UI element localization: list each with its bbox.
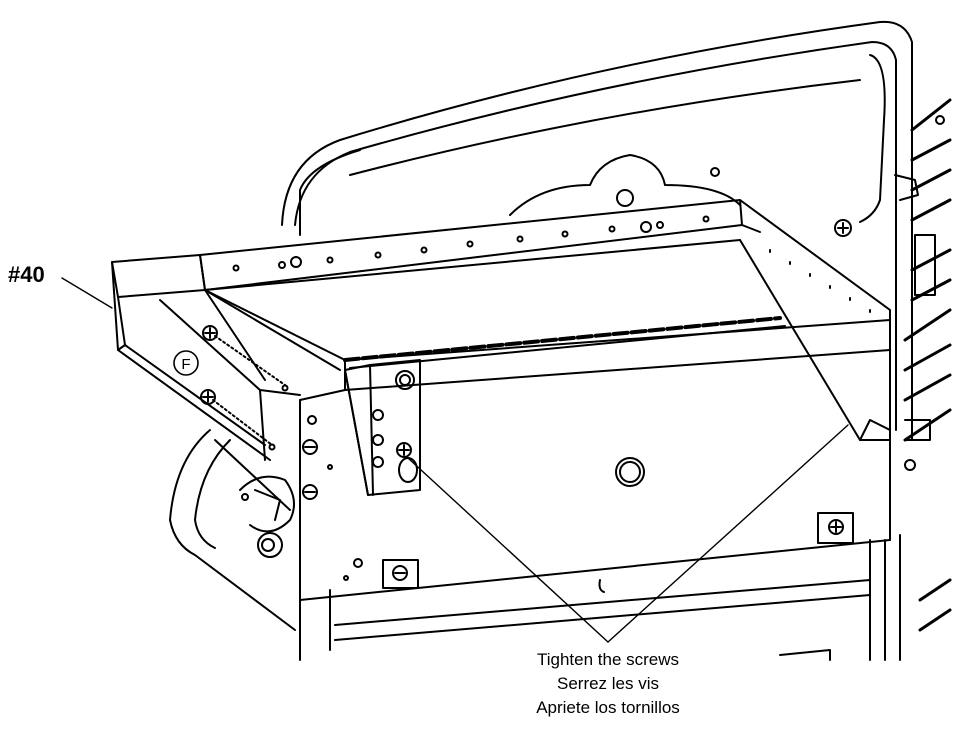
right-side-panel (903, 98, 952, 632)
callout-line-spanish: Apriete los tornillos (536, 698, 680, 717)
front-bracket-rail (199, 199, 743, 291)
grill-lid (281, 20, 913, 441)
right-fittings (894, 115, 945, 471)
leader-lines (61, 277, 849, 643)
center-bracket (344, 359, 421, 496)
firebox-body (204, 289, 901, 661)
fastener-letter-f: F (181, 356, 190, 373)
part-number-label: #40 (8, 262, 45, 287)
burner-assembly (169, 429, 296, 631)
left-bracket-40 (111, 254, 341, 461)
callout-line-french: Serrez les vis (557, 674, 659, 693)
callout-line-english: Tighten the screws (537, 650, 679, 669)
